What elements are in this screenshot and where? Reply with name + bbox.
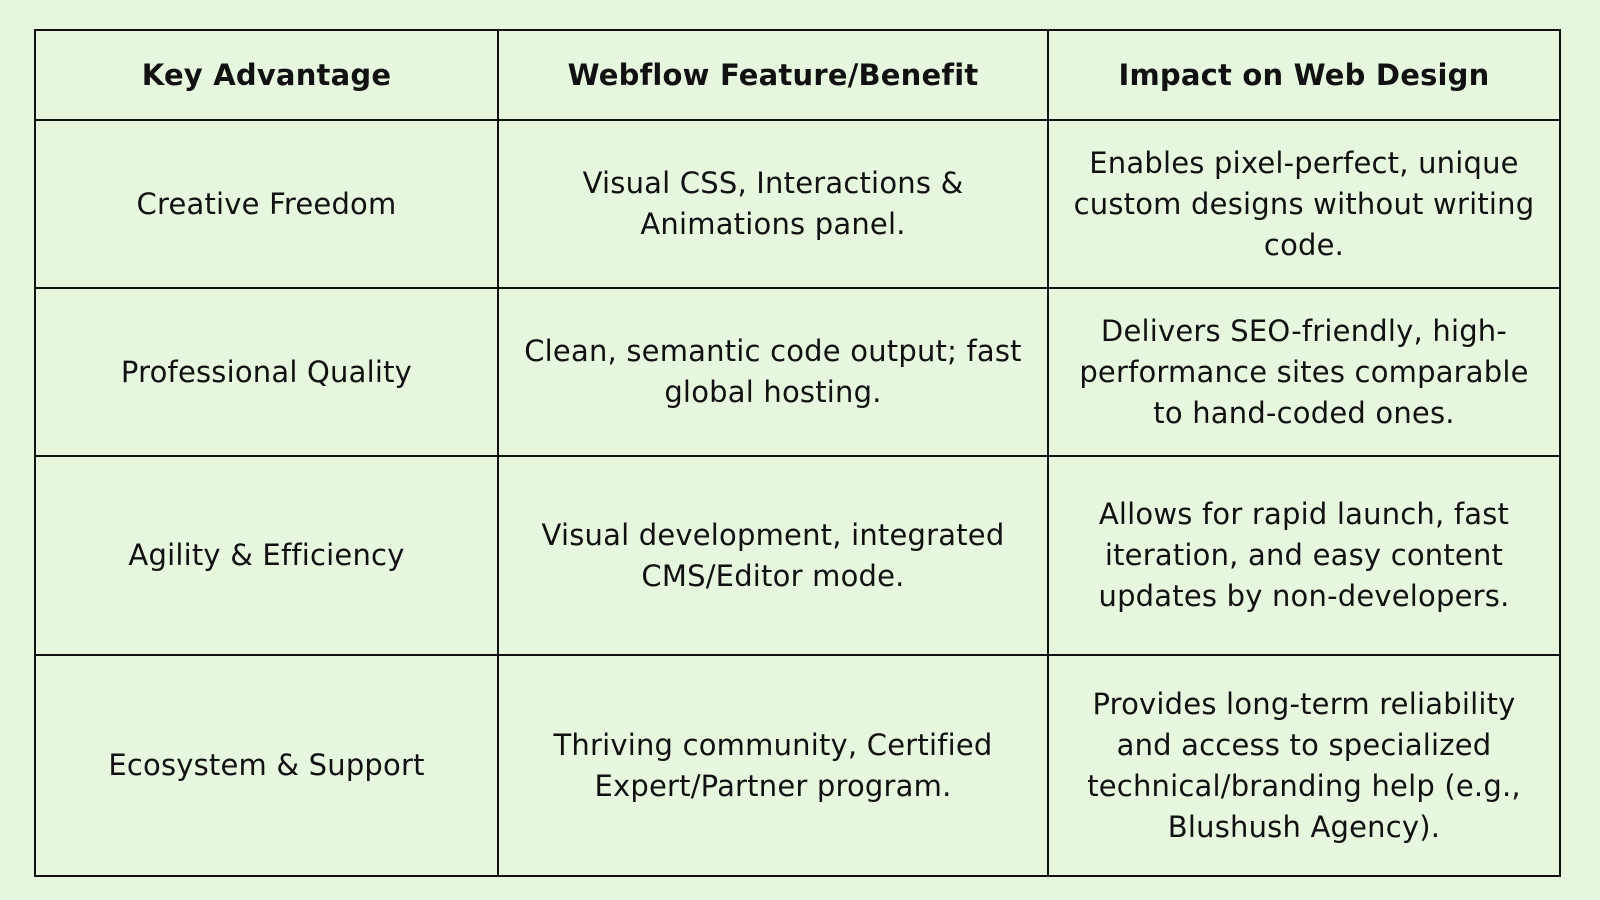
cell-key-advantage: Agility & Efficiency	[34, 455, 499, 656]
column-header-key-advantage: Key Advantage	[34, 29, 499, 121]
cell-impact: Allows for rapid launch, fast iteration,…	[1047, 455, 1561, 656]
cell-webflow-feature: Thriving community, Certified Expert/Par…	[497, 654, 1049, 877]
table-row: Professional Quality Clean, semantic cod…	[34, 287, 1561, 457]
cell-key-advantage: Ecosystem & Support	[34, 654, 499, 877]
cell-impact: Enables pixel-perfect, unique custom des…	[1047, 119, 1561, 289]
cell-key-advantage: Professional Quality	[34, 287, 499, 457]
table-header-row: Key Advantage Webflow Feature/Benefit Im…	[34, 29, 1561, 121]
cell-webflow-feature: Visual development, integrated CMS/Edito…	[497, 455, 1049, 656]
cell-webflow-feature: Visual CSS, Interactions & Animations pa…	[497, 119, 1049, 289]
cell-webflow-feature: Clean, semantic code output; fast global…	[497, 287, 1049, 457]
table-row: Creative Freedom Visual CSS, Interaction…	[34, 119, 1561, 289]
comparison-table: Key Advantage Webflow Feature/Benefit Im…	[34, 29, 1561, 877]
cell-impact: Delivers SEO-friendly, high-performance …	[1047, 287, 1561, 457]
column-header-webflow-feature: Webflow Feature/Benefit	[497, 29, 1049, 121]
cell-key-advantage: Creative Freedom	[34, 119, 499, 289]
cell-impact: Provides long-term reliability and acces…	[1047, 654, 1561, 877]
table-row: Agility & Efficiency Visual development,…	[34, 455, 1561, 656]
table-row: Ecosystem & Support Thriving community, …	[34, 654, 1561, 877]
column-header-impact: Impact on Web Design	[1047, 29, 1561, 121]
